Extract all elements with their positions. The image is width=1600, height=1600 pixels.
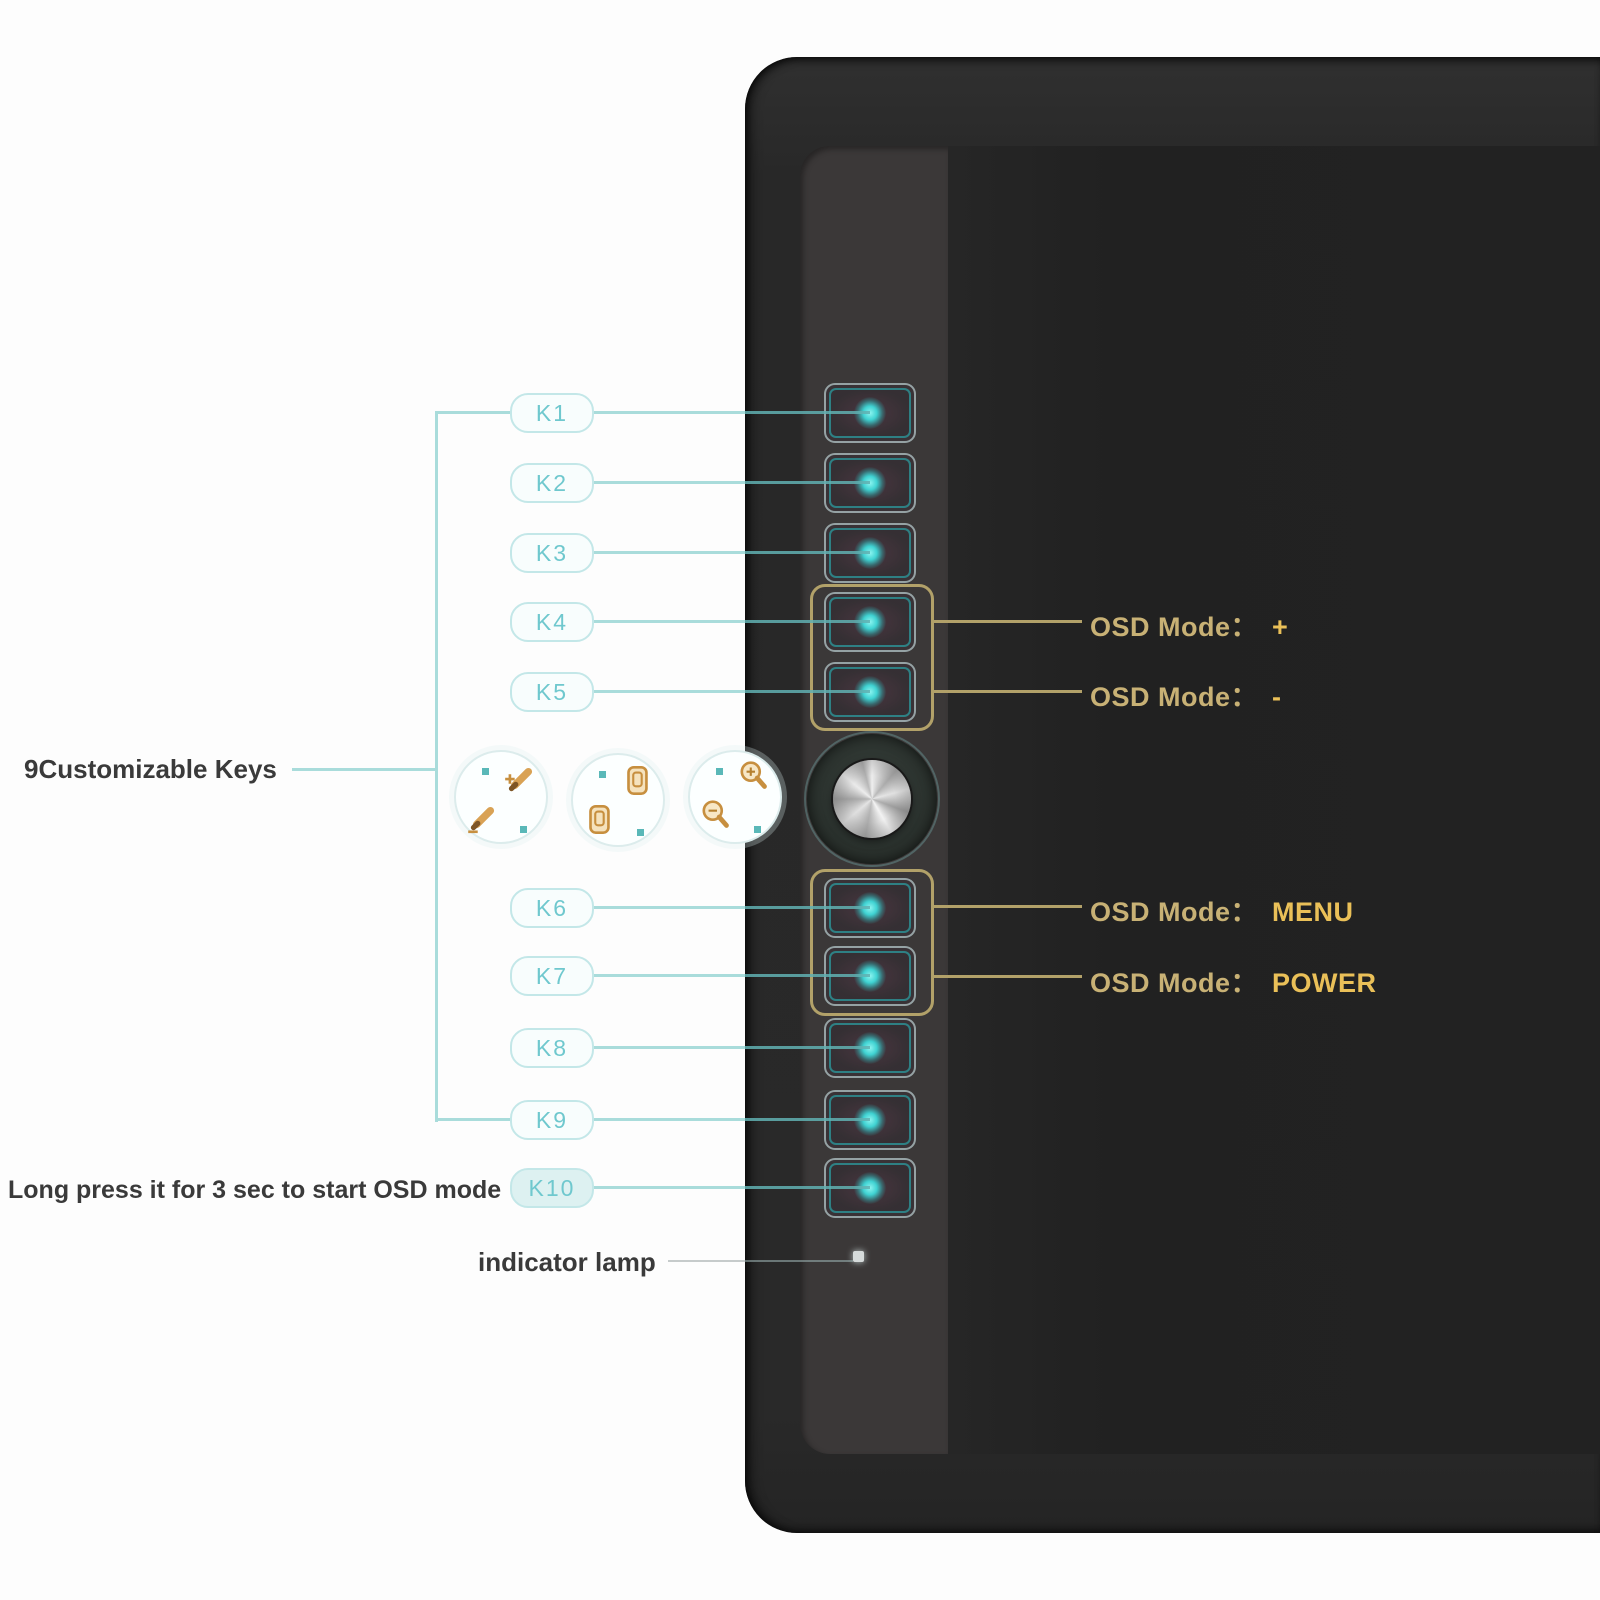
key-callout-label: K1: [535, 399, 569, 426]
leader-line: [594, 974, 745, 977]
leader-line-dark: [745, 551, 870, 554]
key-callout-label: K8: [535, 1034, 569, 1061]
osd-label: OSD Mode：: [1090, 897, 1259, 927]
legend-circle-page-scroll: [571, 753, 665, 847]
osd-annotation-plus: OSD Mode： +: [1090, 605, 1288, 644]
k9-stub-line: [436, 1118, 510, 1121]
leader-line: [594, 481, 745, 484]
long-press-label: Long press it for 3 sec to start OSD mod…: [8, 1176, 502, 1204]
osd-bracket-k6-k7: [810, 869, 934, 1016]
zoom-in-icon: [740, 761, 767, 789]
dial-annotation-ring: [804, 731, 940, 867]
key-callout-label: K6: [535, 894, 569, 921]
key-callout-k10: K10: [510, 1168, 594, 1208]
key-callout-label: K7: [535, 962, 569, 989]
leader-line: [594, 551, 745, 554]
key-callout-label: K9: [535, 1106, 569, 1133]
page-down-icon: [589, 804, 610, 834]
osd-callout-line: [934, 690, 1082, 693]
leader-line-dark: [745, 411, 870, 414]
leader-line-dark: [745, 1186, 870, 1189]
osd-callout-line: [934, 620, 1082, 623]
leader-line: [594, 411, 745, 414]
key-callout-k6: K6: [510, 888, 594, 928]
customizable-keys-label: 9Customizable Keys: [24, 754, 277, 784]
keys-label-line: [292, 768, 435, 771]
leader-line: [594, 906, 745, 909]
brush-decrease-icon: [468, 806, 495, 834]
leader-line-dark: [745, 481, 870, 484]
leader-line-dark: [745, 690, 870, 693]
osd-label: OSD Mode：: [1090, 612, 1259, 642]
dial-knob[interactable]: [833, 760, 911, 838]
key-callout-k1: K1: [510, 393, 594, 433]
zoom-out-icon: [702, 800, 729, 828]
legend-circle-zoom: [688, 750, 782, 844]
osd-bracket-k4-k5: [810, 584, 934, 731]
leader-line-dark: [745, 906, 870, 909]
teal-marker: [599, 771, 606, 778]
indicator-lamp-led: [853, 1251, 864, 1262]
legend-circle-brush-size: [454, 750, 548, 844]
key-callout-k5: K5: [510, 672, 594, 712]
osd-value: POWER: [1272, 968, 1377, 998]
leader-line-dark: [745, 974, 870, 977]
keys-bracket-vertical-line: [435, 411, 438, 1122]
page-up-icon: [627, 765, 648, 795]
teal-marker: [754, 826, 761, 833]
leader-line-dark: [745, 620, 870, 623]
key-callout-k8: K8: [510, 1028, 594, 1068]
lamp-leader-line: [668, 1260, 745, 1262]
key-callout-label: K3: [535, 539, 569, 566]
teal-marker: [716, 768, 723, 775]
osd-annotation-minus: OSD Mode：-: [1090, 675, 1282, 714]
brush-increase-icon: [505, 767, 533, 792]
key-callout-label: K4: [535, 608, 569, 635]
key-callout-k7: K7: [510, 956, 594, 996]
key-callout-label: K10: [528, 1174, 576, 1201]
tablet-key-k7[interactable]: [824, 946, 916, 1006]
key-callout-k3: K3: [510, 533, 594, 573]
leader-line: [594, 1118, 745, 1121]
key-callout-k9: K9: [510, 1100, 594, 1140]
osd-annotation-power: OSD Mode： POWER: [1090, 961, 1377, 1000]
leader-line-dark: [745, 1118, 870, 1121]
osd-annotation-menu: OSD Mode： MENU: [1090, 890, 1354, 929]
key-callout-k4: K4: [510, 602, 594, 642]
osd-value: +: [1272, 612, 1289, 642]
osd-label: OSD Mode：: [1090, 682, 1259, 712]
leader-line: [594, 620, 745, 623]
osd-callout-line: [934, 905, 1082, 908]
teal-marker: [482, 768, 489, 775]
leader-line: [594, 690, 745, 693]
osd-value: -: [1272, 682, 1282, 712]
teal-marker: [520, 826, 527, 833]
osd-label: OSD Mode：: [1090, 968, 1259, 998]
tablet-screen: [948, 146, 1600, 1454]
teal-marker: [637, 829, 644, 836]
key-callout-k2: K2: [510, 463, 594, 503]
indicator-lamp-label: indicator lamp: [478, 1247, 656, 1277]
k1-stub-line: [436, 411, 510, 414]
osd-callout-line: [934, 975, 1082, 978]
leader-line-dark: [745, 1046, 870, 1049]
key-callout-label: K5: [535, 678, 569, 705]
osd-value: MENU: [1272, 897, 1354, 927]
leader-line: [594, 1186, 745, 1189]
lamp-leader-line-dark: [745, 1260, 853, 1262]
leader-line: [594, 1046, 745, 1049]
key-callout-label: K2: [535, 469, 569, 496]
